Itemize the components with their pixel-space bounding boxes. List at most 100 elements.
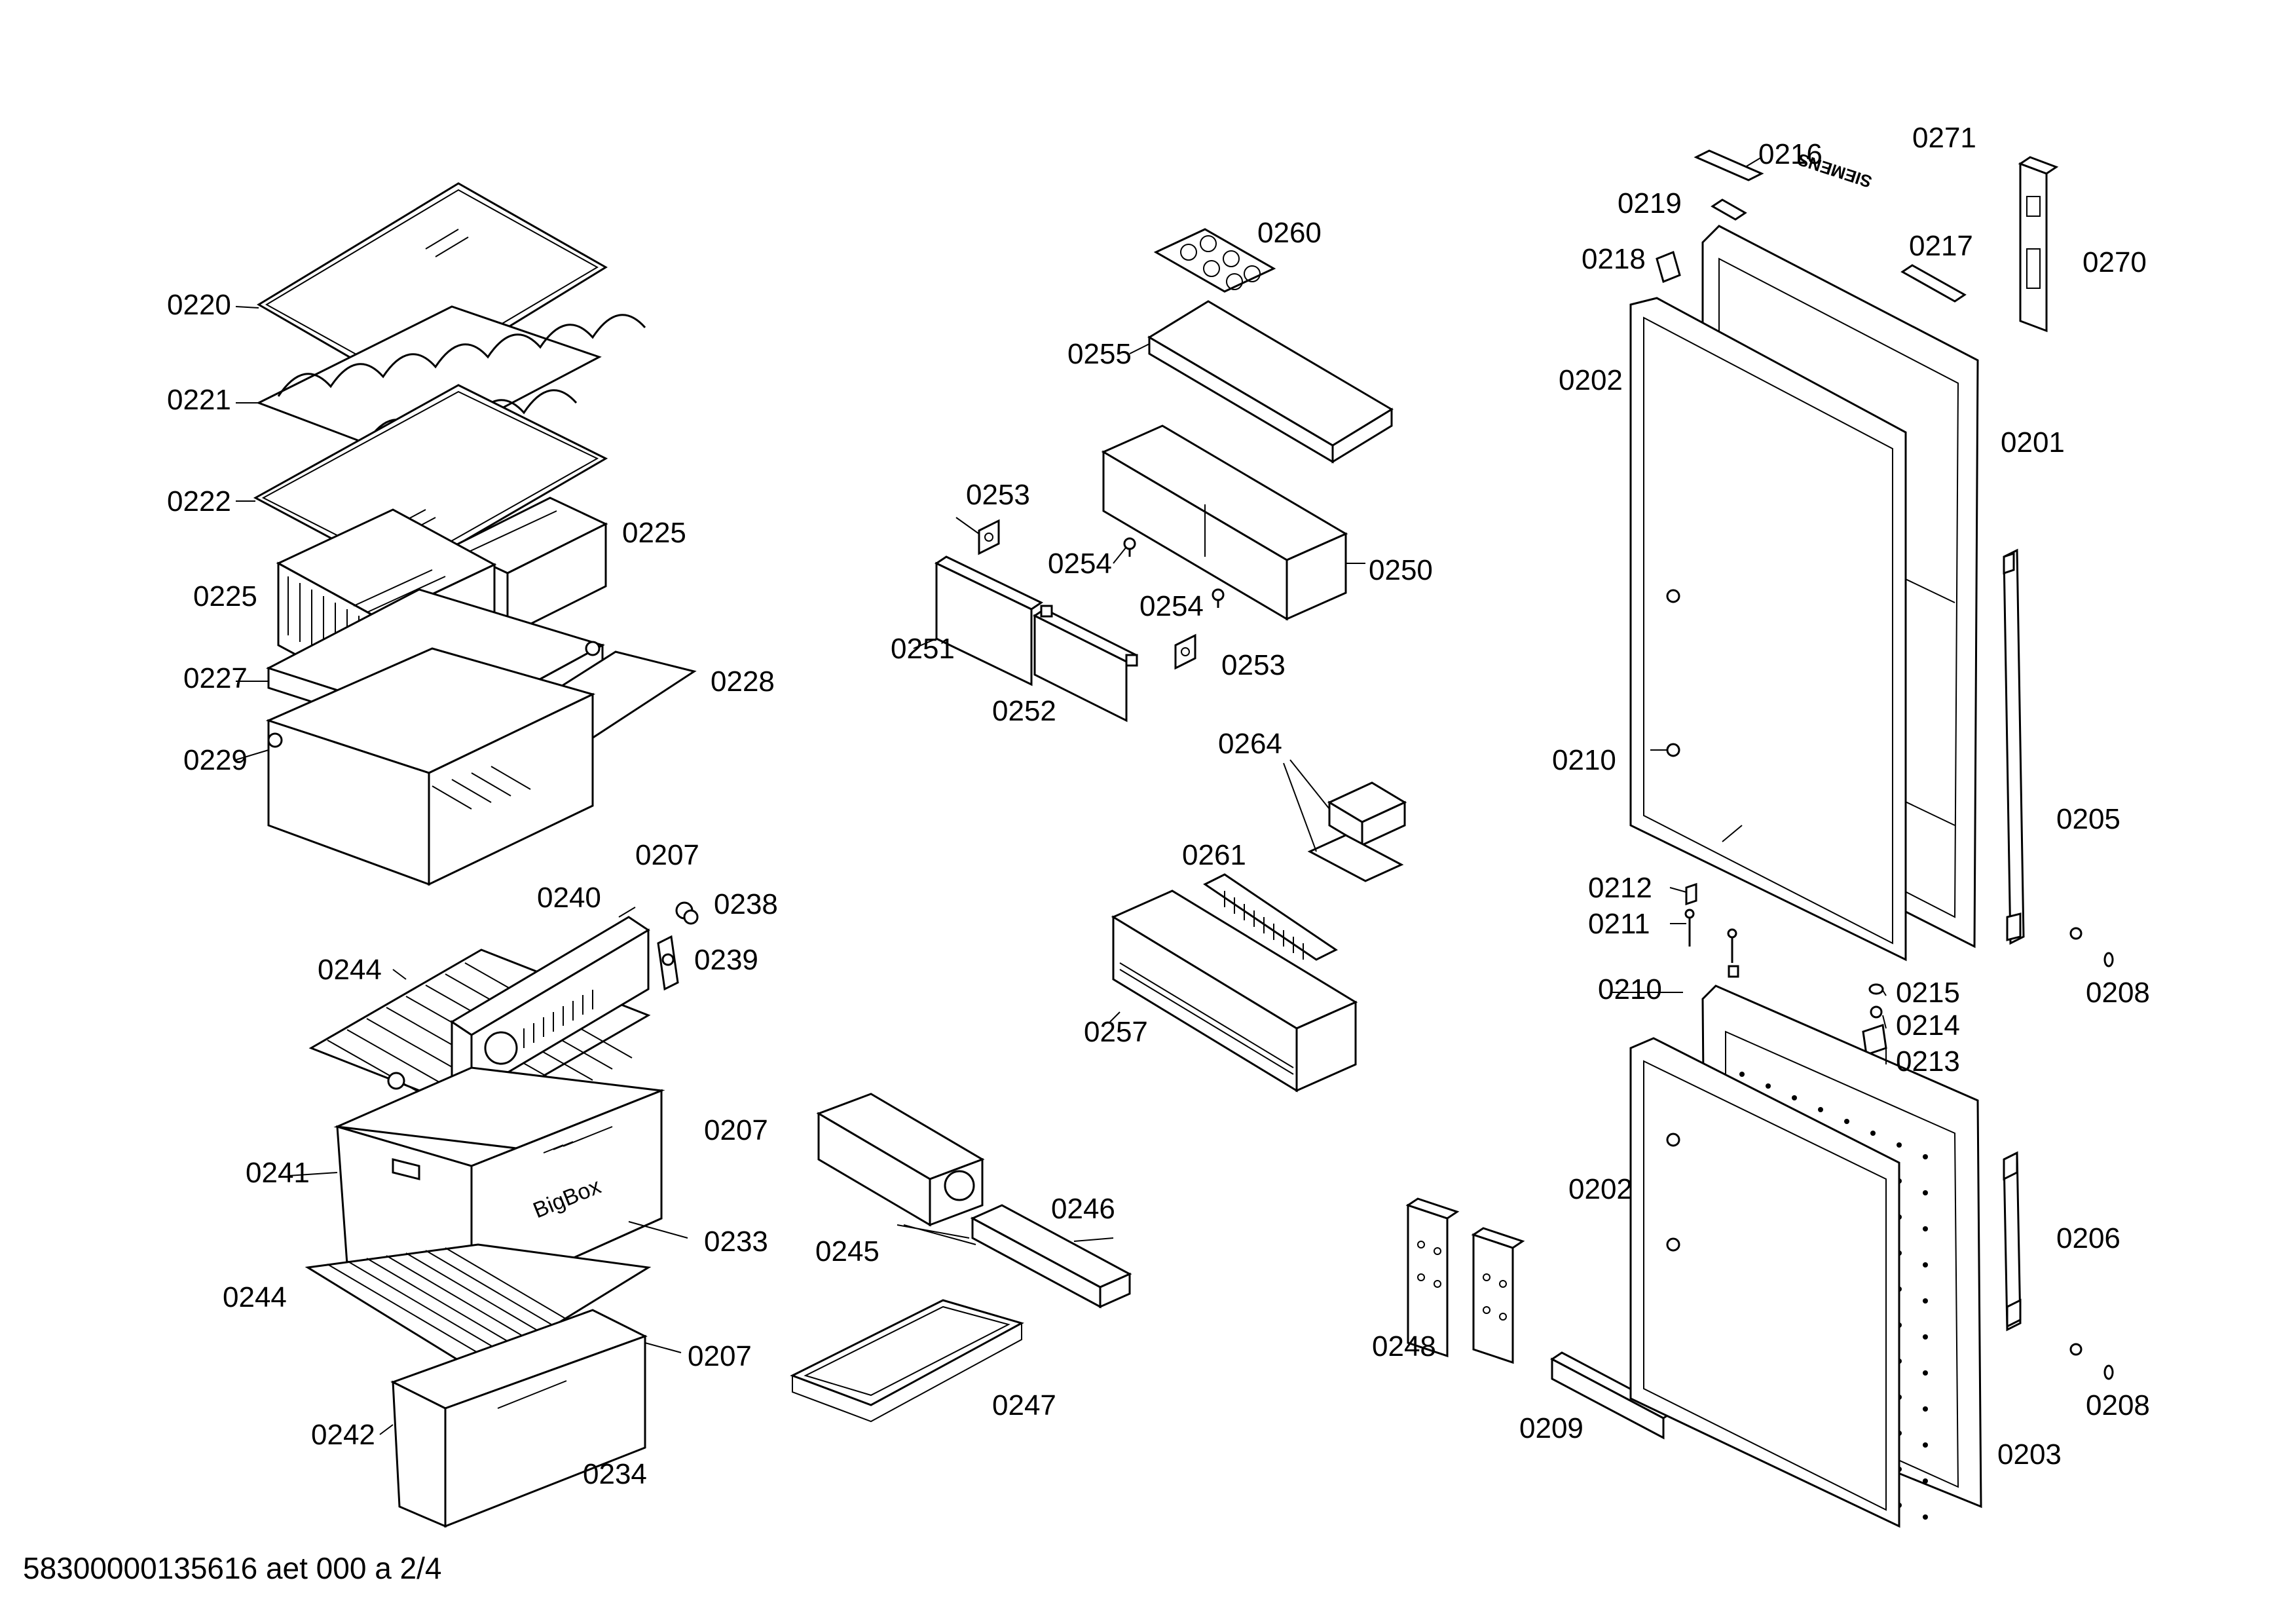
label-0254-b: 0254 bbox=[1139, 590, 1204, 622]
label-0203: 0203 bbox=[1997, 1438, 2062, 1471]
label-0207-mid: 0207 bbox=[704, 1114, 768, 1146]
label-0214: 0214 bbox=[1896, 1009, 1960, 1042]
label-0254-a: 0254 bbox=[1048, 548, 1112, 580]
label-0241: 0241 bbox=[246, 1157, 310, 1189]
small-box-0264 bbox=[1283, 759, 1407, 882]
label-0238: 0238 bbox=[714, 888, 778, 920]
screw-0254-b bbox=[1212, 588, 1225, 608]
label-0264: 0264 bbox=[1218, 728, 1282, 760]
trim-0216 bbox=[1694, 149, 1764, 181]
door-dot bbox=[1923, 1262, 1928, 1267]
hinge-0206 bbox=[2003, 1151, 2022, 1332]
label-0201: 0201 bbox=[2001, 426, 2065, 459]
label-0221: 0221 bbox=[167, 384, 231, 416]
door-dot bbox=[1897, 1142, 1902, 1148]
screw-0254-a bbox=[1123, 537, 1136, 557]
clip-0253-top bbox=[978, 519, 1000, 555]
door-dot bbox=[1844, 1119, 1849, 1124]
label-0244-bottom: 0244 bbox=[223, 1281, 287, 1313]
door-dot bbox=[1923, 1442, 1928, 1448]
label-0215: 0215 bbox=[1896, 977, 1960, 1009]
box-0250 bbox=[1101, 424, 1365, 621]
door-dot bbox=[1923, 1334, 1928, 1340]
label-0229: 0229 bbox=[183, 744, 248, 776]
ice-packs-0248 bbox=[1405, 1197, 1525, 1364]
label-0207-bottom: 0207 bbox=[688, 1340, 752, 1372]
label-0227: 0227 bbox=[183, 662, 248, 694]
part-labels: 0220 0221 0222 0225 0225 0227 0228 0229 … bbox=[167, 122, 2150, 1490]
label-0202-top: 0202 bbox=[1559, 364, 1623, 396]
door-dot bbox=[1923, 1406, 1928, 1412]
label-0234: 0234 bbox=[583, 1458, 647, 1490]
label-0209: 0209 bbox=[1519, 1412, 1583, 1444]
door-dot bbox=[1923, 1154, 1928, 1159]
label-0255: 0255 bbox=[1067, 338, 1132, 370]
label-0248: 0248 bbox=[1372, 1330, 1436, 1362]
label-0207-top: 0207 bbox=[635, 839, 699, 871]
label-0240: 0240 bbox=[537, 882, 601, 914]
label-0222: 0222 bbox=[167, 485, 231, 517]
label-0225-right: 0225 bbox=[622, 517, 686, 549]
lower-gasket-0202 bbox=[1629, 1037, 1900, 1528]
label-0217: 0217 bbox=[1909, 230, 1973, 262]
label-0250: 0250 bbox=[1369, 554, 1433, 586]
label-0210-bottom: 0210 bbox=[1598, 973, 1662, 1005]
label-0251: 0251 bbox=[891, 633, 955, 665]
ice-box-0245 bbox=[816, 1093, 985, 1239]
door-dot bbox=[1739, 1072, 1745, 1077]
label-0206: 0206 bbox=[2056, 1222, 2120, 1254]
tray-0247 bbox=[790, 1299, 1024, 1423]
divider-0261 bbox=[1203, 873, 1338, 961]
door-dot bbox=[1923, 1298, 1928, 1304]
label-0219: 0219 bbox=[1618, 187, 1682, 219]
label-0245: 0245 bbox=[815, 1235, 880, 1267]
door-dot bbox=[1923, 1190, 1928, 1195]
label-0213: 0213 bbox=[1896, 1045, 1960, 1078]
flap-0252 bbox=[1033, 605, 1138, 723]
label-0270: 0270 bbox=[2083, 246, 2147, 278]
label-0225-left: 0225 bbox=[193, 580, 257, 612]
crisper-frame-0229 bbox=[235, 647, 596, 886]
label-0205: 0205 bbox=[2056, 803, 2120, 835]
label-0261: 0261 bbox=[1182, 839, 1246, 871]
leader-lines bbox=[955, 517, 1887, 1242]
upper-gasket-0202 bbox=[1629, 297, 1907, 962]
door-dot bbox=[1923, 1226, 1928, 1231]
label-0247: 0247 bbox=[992, 1389, 1056, 1421]
bottle-shelf-0257 bbox=[1109, 890, 1358, 1093]
label-0212: 0212 bbox=[1588, 872, 1652, 904]
door-dot bbox=[1870, 1131, 1876, 1136]
wire-shelf-0244-bottom bbox=[305, 1243, 652, 1374]
door-dot bbox=[1923, 1370, 1928, 1376]
door-dot bbox=[1766, 1083, 1771, 1089]
label-0244-top: 0244 bbox=[318, 954, 382, 986]
label-0218: 0218 bbox=[1582, 243, 1646, 275]
hinge-0205 bbox=[2003, 548, 2025, 945]
flap-0251 bbox=[913, 555, 1044, 686]
door-dot bbox=[1818, 1107, 1823, 1112]
label-0260: 0260 bbox=[1257, 217, 1322, 249]
door-dot bbox=[1923, 1514, 1928, 1520]
drawer-0242-0234 bbox=[379, 1309, 682, 1528]
label-0242: 0242 bbox=[311, 1419, 375, 1451]
bracket-0270 bbox=[2018, 156, 2059, 333]
label-0208-bottom: 0208 bbox=[2086, 1389, 2150, 1421]
parts-0215-0214-0213 bbox=[1862, 983, 1887, 1056]
label-0233: 0233 bbox=[704, 1226, 768, 1258]
tray-0246 bbox=[903, 1204, 1132, 1309]
label-0208-top: 0208 bbox=[2086, 977, 2150, 1009]
label-0216: 0216 bbox=[1758, 138, 1823, 170]
label-0252: 0252 bbox=[992, 695, 1056, 727]
label-0253-bottom: 0253 bbox=[1221, 649, 1286, 681]
label-0257: 0257 bbox=[1084, 1016, 1148, 1048]
door-dot bbox=[1792, 1095, 1797, 1100]
label-0202-bottom: 0202 bbox=[1568, 1173, 1633, 1205]
clip-0253-bottom bbox=[1174, 633, 1196, 670]
label-0246: 0246 bbox=[1051, 1193, 1115, 1225]
label-0271: 0271 bbox=[1912, 122, 1976, 154]
drawing-footer: 58300000135616 aet 000 a 2/4 bbox=[23, 1551, 442, 1585]
cap-0218 bbox=[1656, 250, 1681, 284]
clip-0238 bbox=[675, 901, 699, 925]
door-dot bbox=[1923, 1478, 1928, 1484]
